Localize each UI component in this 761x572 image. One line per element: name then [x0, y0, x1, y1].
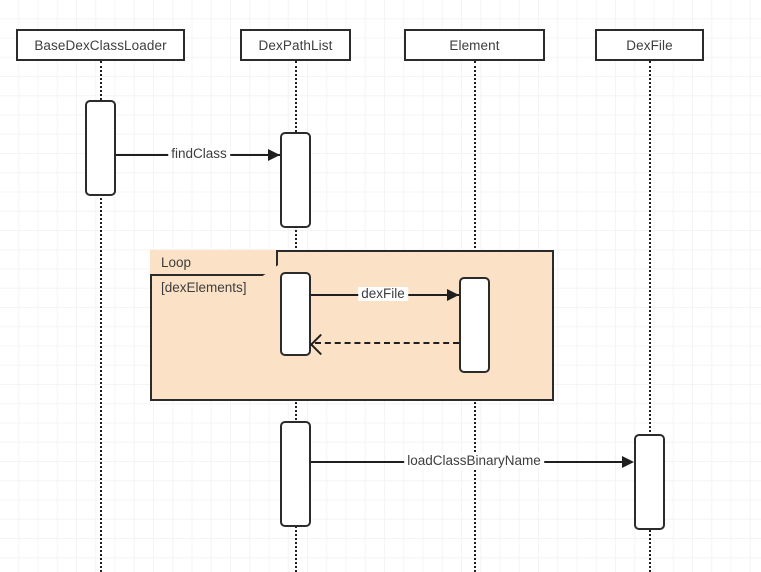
- loop-fragment-operator-tab: Loop: [150, 250, 278, 276]
- message-findclass-arrowhead: [268, 149, 280, 161]
- activation-element-1: [459, 277, 490, 373]
- participant-dexpathlist[interactable]: DexPathList: [240, 29, 351, 61]
- message-findclass-label: findClass: [168, 147, 230, 161]
- activation-dexpathlist-2: [280, 272, 311, 356]
- participant-label-dexfile: DexFile: [626, 37, 673, 53]
- participant-label-basedexclassloader: BaseDexClassLoader: [34, 37, 167, 53]
- lifeline-basedexclassloader: [100, 61, 102, 572]
- participant-label-element: Element: [449, 37, 500, 53]
- message-dexfile-arrowhead: [447, 289, 459, 301]
- message-dexfile-label: dexFile: [358, 287, 408, 301]
- lifeline-dexfile: [649, 61, 651, 572]
- loop-fragment-guard-label: [dexElements]: [161, 280, 247, 295]
- participant-basedexclassloader[interactable]: BaseDexClassLoader: [16, 29, 185, 61]
- participant-element[interactable]: Element: [404, 29, 545, 61]
- participant-dexfile[interactable]: DexFile: [595, 29, 704, 61]
- loop-fragment-operator-label: Loop: [161, 254, 192, 270]
- activation-dexpathlist-3: [280, 421, 311, 527]
- message-return-element-line: [315, 342, 459, 344]
- activation-dexfile-1: [634, 434, 665, 530]
- message-loadclassbinaryname-arrowhead: [622, 456, 634, 468]
- participant-label-dexpathlist: DexPathList: [258, 37, 333, 53]
- activation-basedexclassloader-1: [85, 100, 116, 196]
- message-loadclassbinaryname-label: loadClassBinaryName: [404, 454, 544, 468]
- activation-dexpathlist-1: [280, 132, 311, 228]
